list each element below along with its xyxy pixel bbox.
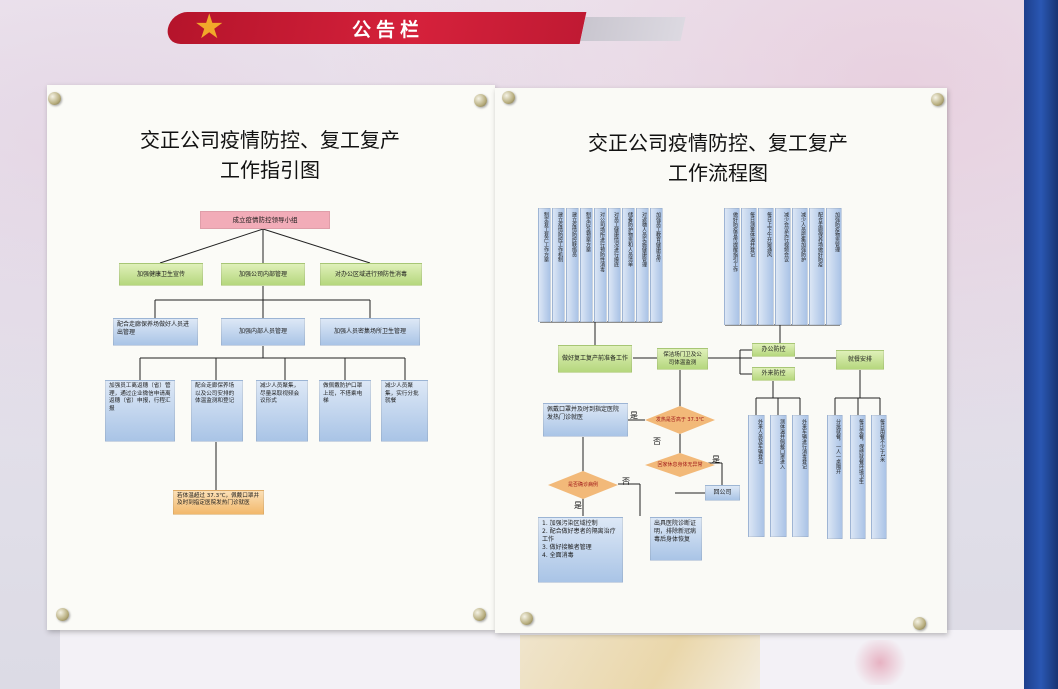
outside-item-2: 测体温并佩戴口罩进入: [770, 415, 787, 537]
outside-control-box: 外来防控: [752, 367, 795, 381]
dining-item-3: 每日用餐不少于1米: [871, 415, 887, 539]
office-control-box: 办公防控: [752, 343, 795, 357]
title-line: 交正公司疫情防控、复工复产: [140, 128, 400, 152]
office-item-7: 加强防疫物资管理: [826, 208, 842, 325]
outside-item-1: 外来人员及车辆登记: [748, 415, 765, 537]
prep-item-2: 建立疫情防控工作机制: [552, 208, 565, 322]
dining-item-1: 分批就餐，一人一桌隔开: [827, 415, 843, 539]
office-item-6: 配合走廊保养场做好防疫: [809, 208, 825, 325]
office-item-2: 每日测量体温并登记: [741, 208, 757, 325]
pin-icon: [473, 608, 486, 621]
no-label: 否: [622, 477, 630, 486]
title-line: 工作指引图: [220, 158, 320, 182]
level3-box-4: 做佩戴防护口罩上班，不搭乘电梯: [319, 380, 371, 442]
fever-note-box: 若体温超过 37.3℃，佩戴口罩并及时到指定医院发热门诊就医: [173, 490, 264, 515]
level3-box-3: 减少人员聚集，尽量采取视频会议形式: [256, 380, 308, 442]
pin-icon: [931, 93, 944, 106]
root-box: 成立疫情防控领导小组: [200, 211, 330, 229]
pin-icon: [56, 608, 69, 621]
prep-item-7: 储备防护物资和人员清单: [622, 208, 635, 322]
gate-monitor-box: 保洁场门卫及公司体温监测: [657, 348, 708, 370]
office-item-1: 做好防疫宣传提醒指引工作: [724, 208, 740, 325]
treatment-item: 2. 配合做好患者的隔离治疗工作: [542, 528, 616, 543]
prep-item-6: 对员工健康情况进行摸底: [608, 208, 621, 322]
prep-item-5: 对公司场所进行预防性消毒: [594, 208, 607, 322]
return-company-box: 回公司: [705, 485, 740, 501]
prep-item-4: 制定应急预案方案: [580, 208, 593, 322]
prep-item-9: 加强员工教育健康宣传: [650, 208, 663, 322]
level3-box-2: 配合走廊保养场以及公司安排的体温监测和登记: [191, 380, 243, 442]
office-item-4: 减少会议实行视频会议: [775, 208, 791, 325]
prep-item-1: 制定复工复产工作方案: [538, 208, 551, 322]
pin-icon: [48, 92, 61, 105]
prep-box: 做好复工复产前准备工作: [558, 345, 632, 373]
left-poster-title: 交正公司疫情防控、复工复产 工作指引图: [80, 125, 460, 185]
dining-box: 就餐安排: [836, 350, 884, 370]
treatment-box: 1. 加强污染区域控制 2. 配合做好患者的隔离治疗工作 3. 做好接触者管理 …: [538, 517, 623, 583]
prep-item-3: 建立疫情防控联络员: [566, 208, 579, 322]
pin-icon: [474, 94, 487, 107]
right-poster-title: 交正公司疫情防控、复工复产 工作流程图: [528, 128, 908, 188]
outside-item-3: 外来车辆进行消毒登记: [792, 415, 809, 537]
prep-item-8: 对返穗人员实施健康管理: [636, 208, 649, 322]
level2-box-3: 加强人员密集场所卫生管理: [320, 318, 420, 346]
yes-label: 是: [712, 455, 720, 464]
poster-fragment: [520, 635, 760, 689]
dining-item-2: 每日定餐，保持就餐环境卫生: [850, 415, 866, 539]
pin-icon: [913, 617, 926, 630]
certificate-box: 出具医院诊断证明，排除新冠病毒后身体恢复: [650, 517, 702, 561]
yes-label: 是: [574, 501, 582, 510]
level2-box-1: 配合走廊保养场做好人员进出管理: [113, 318, 198, 346]
treatment-item: 4. 全面消毒: [542, 552, 574, 559]
no-label: 否: [653, 437, 661, 446]
office-item-5: 减少人员密集加强防护: [792, 208, 808, 325]
fever-hospital-box: 佩戴口罩并及时到指定医院发热门诊就医: [543, 403, 628, 437]
office-item-3: 每日上下午开窗通风: [758, 208, 774, 325]
level1-box-3: 对办公区域进行预防性消毒: [320, 263, 422, 286]
yes-label: 是: [630, 411, 638, 420]
level1-box-2: 加强公司内部管理: [221, 263, 305, 286]
pin-icon: [520, 612, 533, 625]
decoration-flower: [850, 640, 910, 685]
banner-title: 公告栏: [352, 19, 425, 41]
treatment-item: 1. 加强污染区域控制: [542, 520, 598, 527]
star-icon: ★: [194, 7, 225, 47]
level1-box-1: 加强健康卫生宣传: [119, 263, 203, 286]
level3-box-5: 减少人员聚集，实行分批就餐: [381, 380, 428, 442]
board-frame: [1024, 0, 1058, 689]
title-line: 工作流程图: [668, 161, 768, 185]
title-line: 交正公司疫情防控、复工复产: [588, 131, 848, 155]
treatment-item: 3. 做好接触者管理: [542, 544, 592, 551]
level2-box-2: 加强内部人员管理: [221, 318, 305, 346]
pin-icon: [502, 91, 515, 104]
level3-box-1: 加强员工离返穗（省）管理，通过企业微信申请离返穗（省）申报，行程汇报: [105, 380, 175, 442]
